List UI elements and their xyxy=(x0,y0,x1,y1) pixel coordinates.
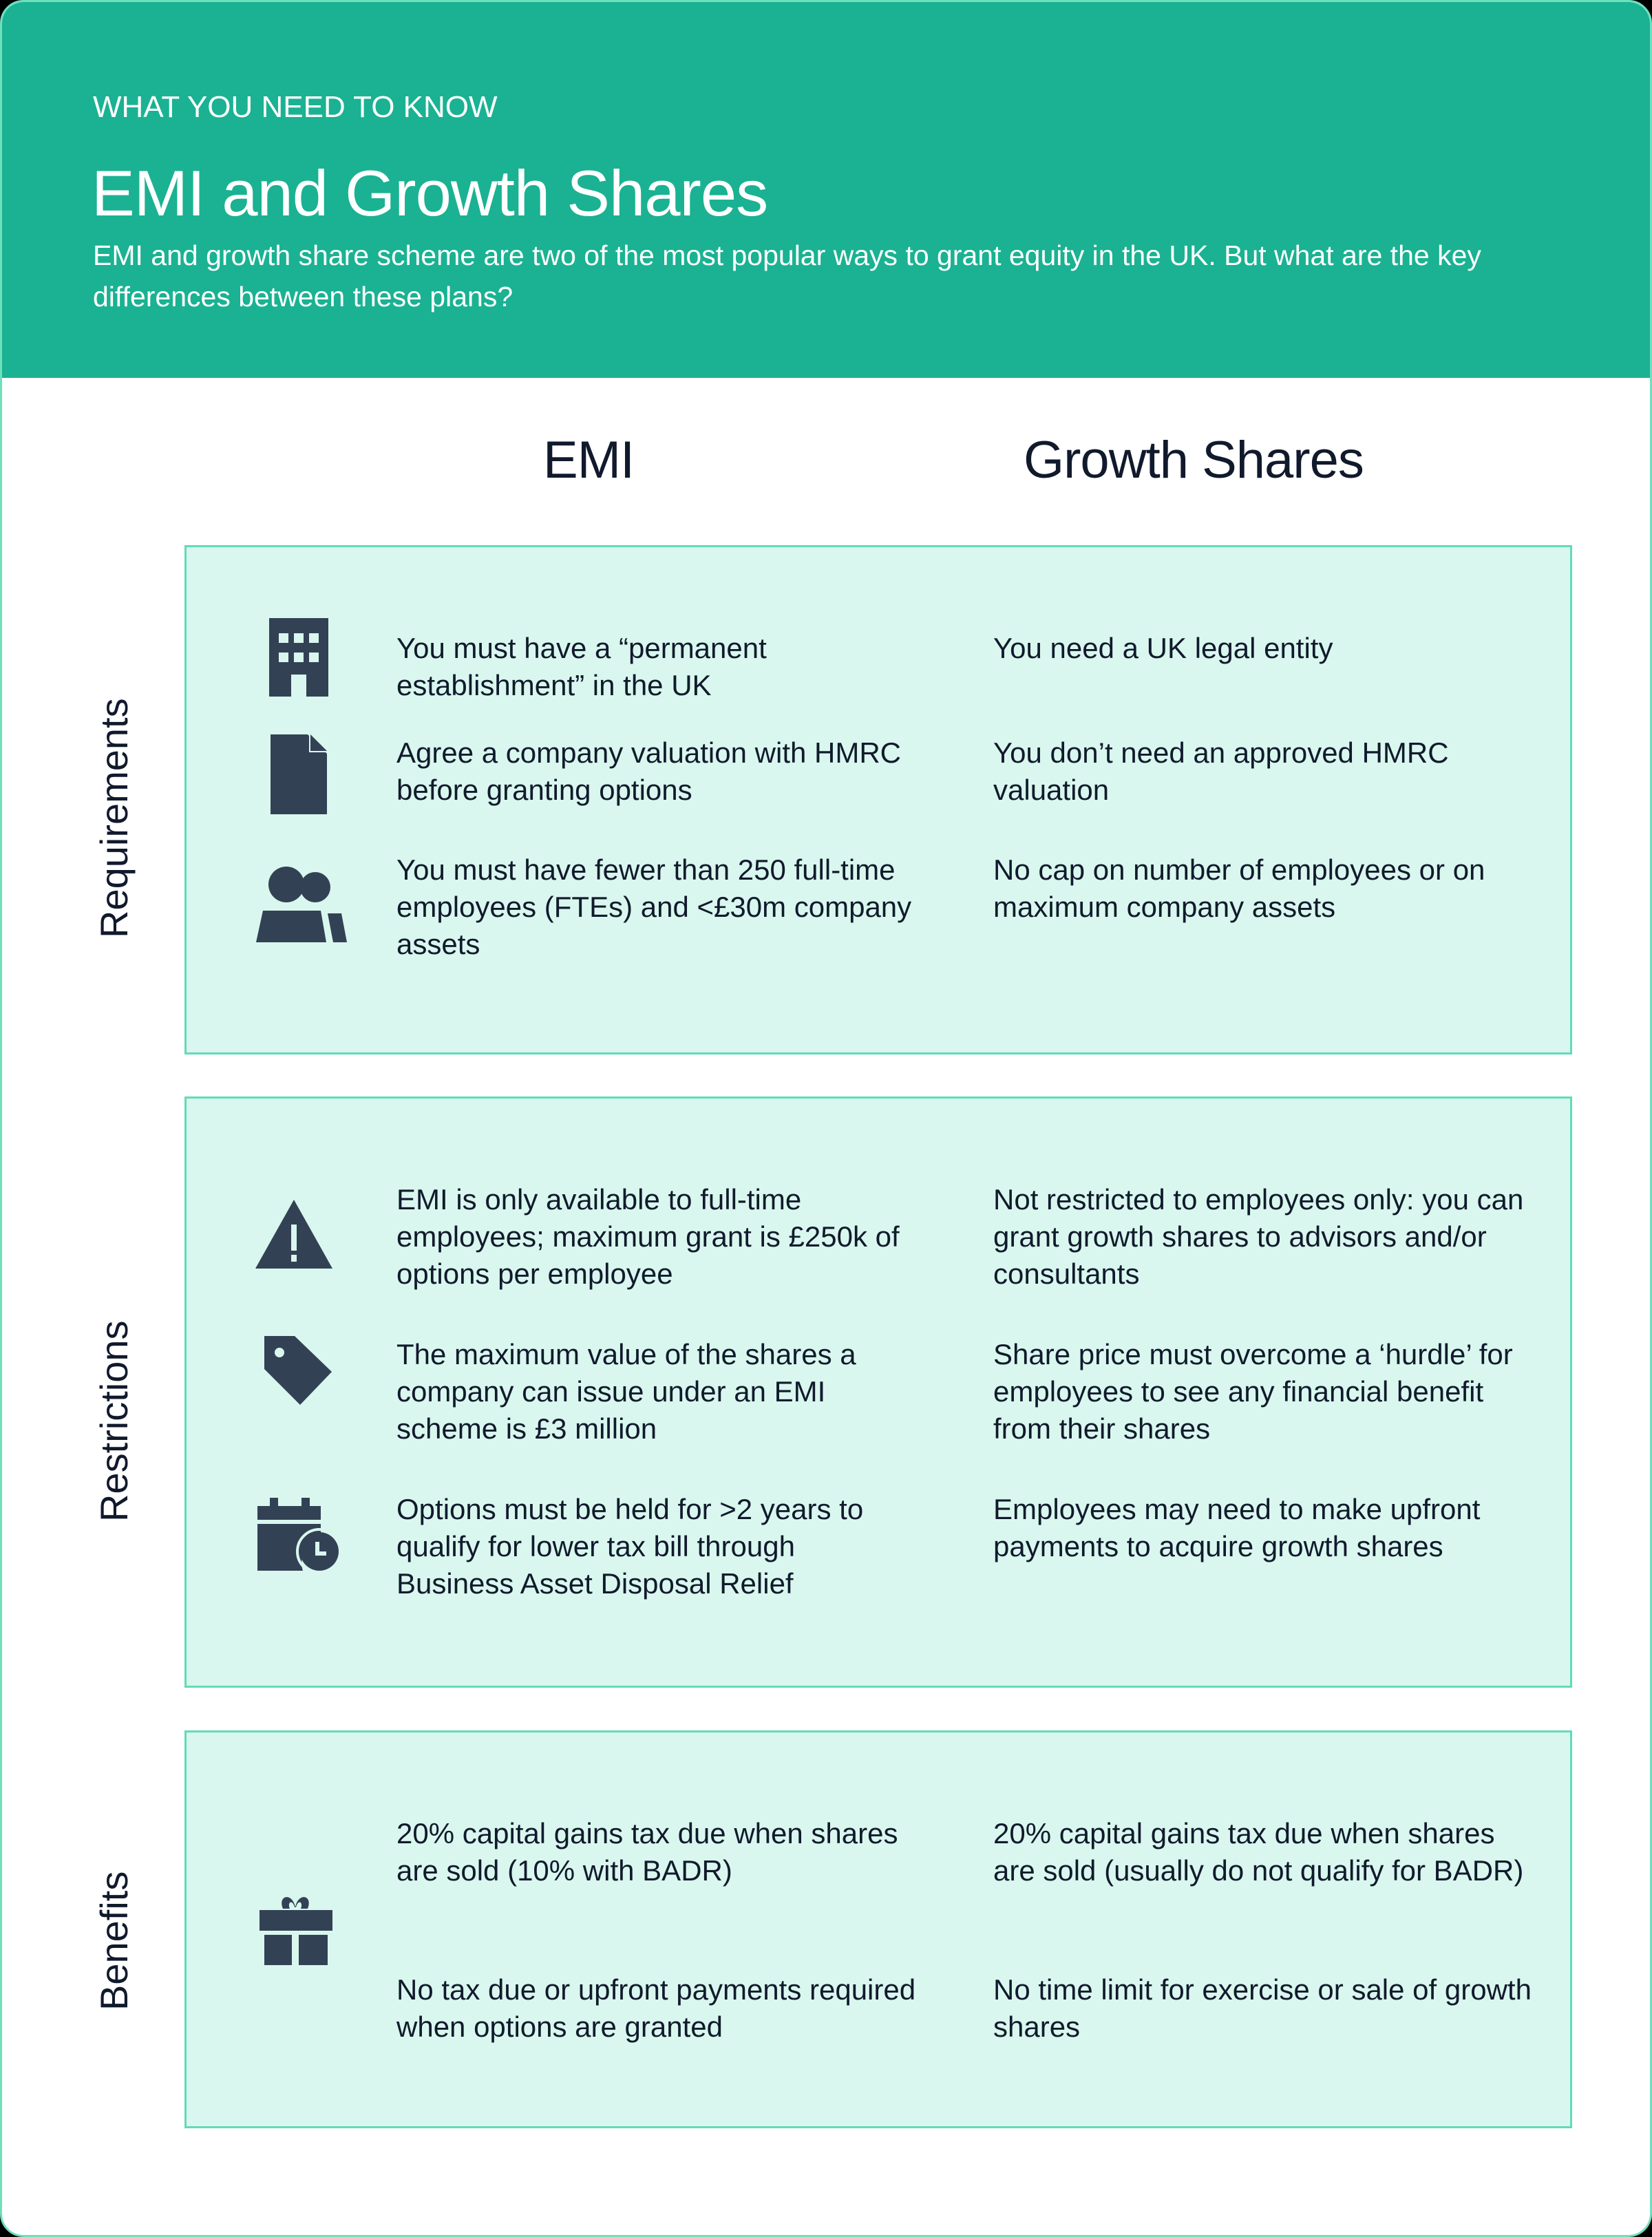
growth-shares-cell: Employees may need to make upfront payme… xyxy=(993,1493,1481,1562)
column-header-growth-shares: Growth Shares xyxy=(1024,431,1364,489)
gift-icon xyxy=(248,1892,344,1965)
page-subtitle: EMI and growth share scheme are two of t… xyxy=(93,240,1481,312)
section-label-benefits: Benefits xyxy=(92,1871,136,2011)
emi-cell: 20% capital gains tax due when shares ar… xyxy=(396,1817,898,1887)
emi-cell: You must have a “permanent establishment… xyxy=(396,632,767,701)
emi-cell: The maximum value of the shares a compan… xyxy=(396,1338,856,1445)
growth-shares-cell: 20% capital gains tax due when shares ar… xyxy=(993,1817,1524,1887)
emi-cell: EMI is only available to full-time emplo… xyxy=(396,1183,900,1290)
tag-icon xyxy=(251,1336,347,1405)
emi-cell: Agree a company valuation with HMRC befo… xyxy=(396,736,901,806)
emi-cell: You must have fewer than 250 full-time e… xyxy=(396,854,912,960)
header-banner: WHAT YOU NEED TO KNOW EMI and Growth Sha… xyxy=(2,2,1650,378)
growth-shares-cell: You need a UK legal entity xyxy=(993,632,1333,664)
growth-shares-cell: Not restricted to employees only: you ca… xyxy=(993,1183,1524,1290)
section-benefits: 20% capital gains tax due when shares ar… xyxy=(184,1730,1572,2128)
growth-shares-cell: Share price must overcome a ‘hurdle’ for… xyxy=(993,1338,1513,1445)
growth-shares-cell: No time limit for exercise or sale of gr… xyxy=(993,1973,1532,2043)
section-label-requirements: Requirements xyxy=(92,698,136,938)
calendar-clock-icon xyxy=(251,1498,347,1571)
column-header-emi: EMI xyxy=(543,431,635,489)
document-icon xyxy=(251,734,347,814)
section-label-restrictions: Restrictions xyxy=(92,1320,136,1522)
growth-shares-cell: No cap on number of employees or on maxi… xyxy=(993,854,1485,923)
page-title: EMI and Growth Shares xyxy=(92,157,768,229)
emi-cell: No tax due or upfront payments required … xyxy=(396,1973,916,2043)
people-icon xyxy=(253,865,350,942)
section-requirements: You must have a “permanent establishment… xyxy=(184,545,1572,1054)
emi-cell: Options must be held for >2 years to qua… xyxy=(396,1493,864,1600)
warning-icon xyxy=(246,1200,342,1269)
building-icon xyxy=(251,618,347,697)
section-restrictions: EMI is only available to full-time emplo… xyxy=(184,1096,1572,1688)
eyebrow-text: WHAT YOU NEED TO KNOW xyxy=(93,90,498,124)
growth-shares-cell: You don’t need an approved HMRC valuatio… xyxy=(993,736,1449,806)
